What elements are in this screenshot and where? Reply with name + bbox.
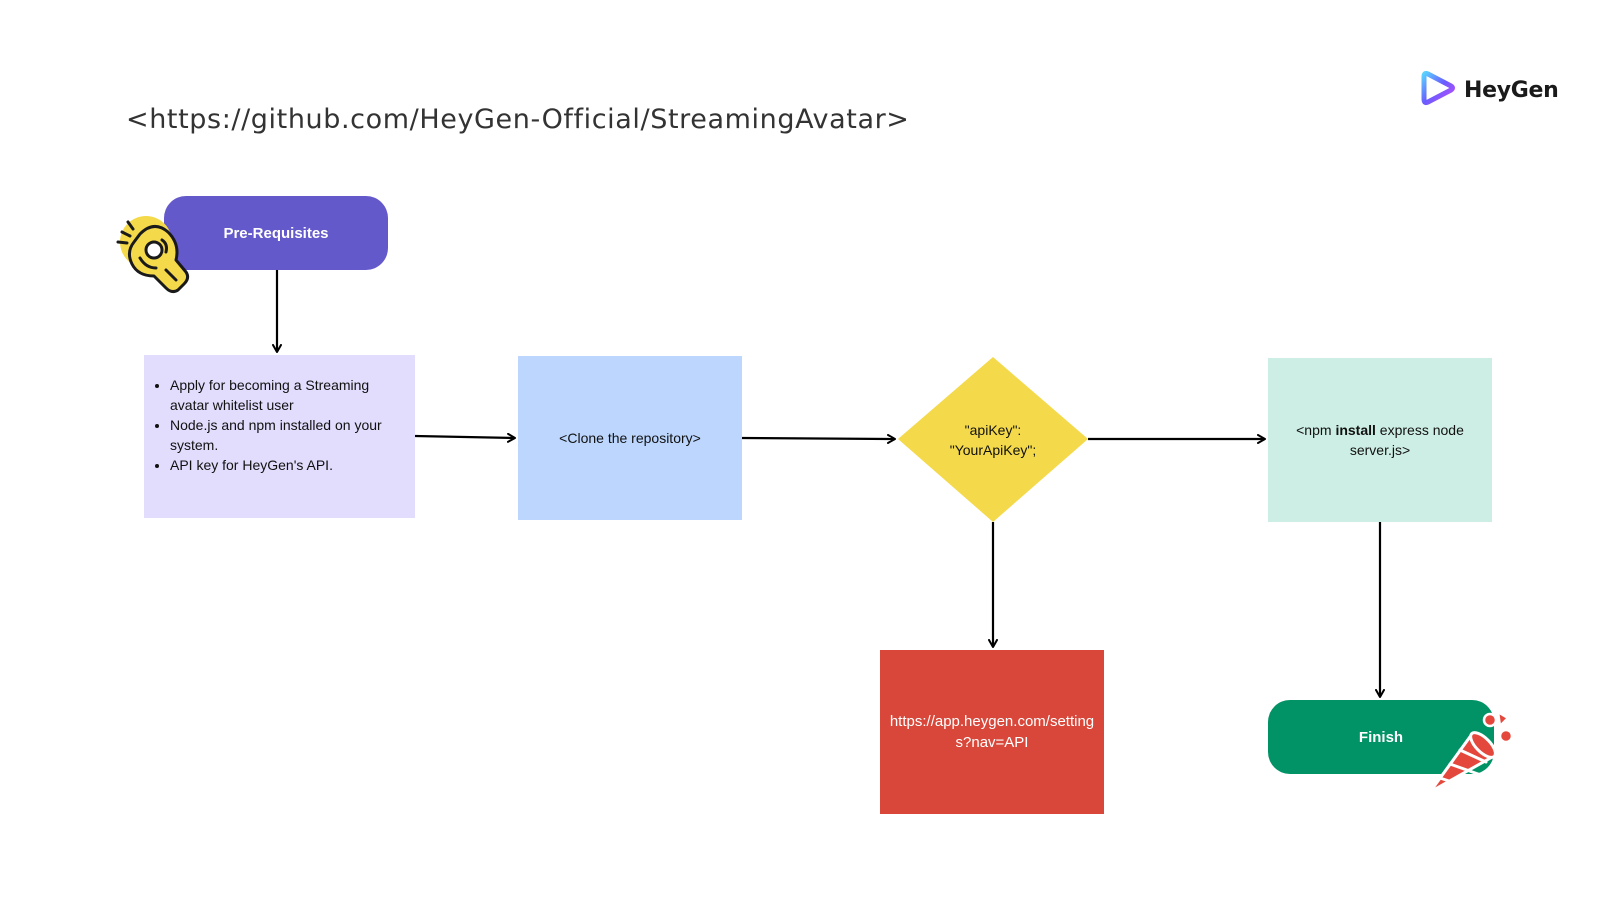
npm-install-label: <npm install express node server.js>: [1282, 420, 1478, 460]
prerequisites-list: Apply for becoming a Streaming avatar wh…: [150, 375, 405, 475]
connector-list-to-clone: [414, 432, 516, 443]
npm-install-node: <npm install express node server.js>: [1268, 358, 1492, 522]
api-key-decision-node: "apiKey": "YourApiKey";: [898, 357, 1088, 522]
finish-label: Finish: [1358, 728, 1404, 746]
npm-suffix-text: express node server.js>: [1349, 422, 1464, 458]
list-item: Node.js and npm installed on your system…: [170, 415, 405, 455]
heygen-logo: HeyGen: [1420, 70, 1559, 111]
heygen-play-logo-icon: [1420, 70, 1456, 111]
heygen-logo-text: HeyGen: [1464, 77, 1559, 103]
party-popper-icon: [1424, 708, 1516, 804]
api-settings-url: https://app.heygen.com/settings?nav=API: [889, 713, 1095, 751]
ok-hand-icon: [110, 210, 202, 302]
list-item: Apply for becoming a Streaming avatar wh…: [170, 375, 405, 415]
npm-install-bold-text: install: [1335, 422, 1376, 438]
connector-clone-to-decision: [741, 433, 896, 444]
prerequisites-label: Pre-Requisites: [223, 224, 329, 242]
prerequisites-start-node: Pre-Requisites: [164, 196, 388, 270]
api-key-label: "apiKey": "YourApiKey";: [949, 421, 1037, 458]
clone-repository-node: <Clone the repository>: [518, 356, 742, 520]
clone-repository-label: <Clone the repository>: [559, 430, 701, 446]
list-item: API key for HeyGen's API.: [170, 455, 405, 475]
npm-prefix-text: <npm: [1296, 422, 1336, 438]
prerequisites-list-box: Apply for becoming a Streaming avatar wh…: [144, 355, 415, 518]
api-settings-url-node: https://app.heygen.com/settings?nav=API: [880, 650, 1104, 814]
decision-diamond-shape: [898, 357, 1088, 522]
repository-url-heading: <https://github.com/HeyGen-Official/Stre…: [126, 104, 910, 135]
